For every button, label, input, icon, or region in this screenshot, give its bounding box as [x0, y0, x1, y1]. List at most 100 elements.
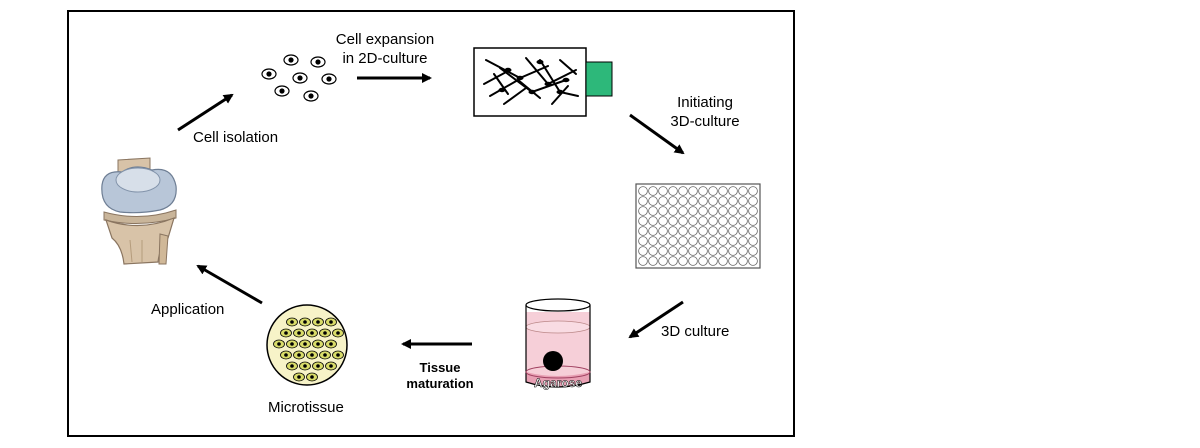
well [738, 186, 748, 196]
well [678, 206, 688, 216]
microtissue-cell-nucleus [316, 320, 320, 324]
well [638, 226, 648, 236]
well [748, 196, 758, 206]
microtissue-cell-nucleus [297, 375, 301, 379]
well [728, 256, 738, 266]
label-cell-expansion-line2: in 2D-culture [342, 50, 428, 67]
well [708, 186, 718, 196]
microtissue-cell-nucleus [303, 320, 307, 324]
well [728, 226, 738, 236]
well [728, 246, 738, 256]
microtissue-cell-nucleus [297, 331, 301, 335]
label-initiating-line2: 3D-culture [670, 113, 740, 130]
well [668, 246, 678, 256]
agarose-well-icon: Agarose [525, 298, 591, 390]
well [738, 236, 748, 246]
well [658, 256, 668, 266]
well [728, 206, 738, 216]
figure-frame [67, 10, 795, 437]
well [678, 256, 688, 266]
well [648, 246, 658, 256]
well [678, 186, 688, 196]
well [658, 206, 668, 216]
well [678, 216, 688, 226]
well [708, 196, 718, 206]
microtissue-cell-nucleus [290, 364, 294, 368]
well [668, 186, 678, 196]
well [708, 246, 718, 256]
well [658, 226, 668, 236]
microtissue-cell-nucleus [329, 342, 333, 346]
well [728, 186, 738, 196]
well [678, 196, 688, 206]
well [648, 186, 658, 196]
isolated-cells-icon [261, 54, 337, 102]
microtissue-cell-nucleus [310, 375, 314, 379]
well [688, 206, 698, 216]
microtissue-cell-nucleus [303, 342, 307, 346]
well [718, 196, 728, 206]
well [688, 246, 698, 256]
well [698, 196, 708, 206]
well [708, 256, 718, 266]
microtissue-cell-nucleus [336, 353, 340, 357]
microtissue-cell-nucleus [316, 364, 320, 368]
well [708, 206, 718, 216]
well [688, 196, 698, 206]
well [728, 216, 738, 226]
well [718, 246, 728, 256]
well [728, 196, 738, 206]
well [718, 186, 728, 196]
microtissue-cell-nucleus [297, 353, 301, 357]
label-application: Application [151, 301, 225, 318]
microtissue-cell-nucleus [310, 331, 314, 335]
well [668, 206, 678, 216]
well [638, 236, 648, 246]
well [698, 216, 708, 226]
microtissue-cell-nucleus [284, 353, 288, 357]
well [738, 226, 748, 236]
well [738, 256, 748, 266]
microtissue-cell-nucleus [284, 331, 288, 335]
well [698, 246, 708, 256]
well [658, 196, 668, 206]
microtissue-cell-nucleus [290, 320, 294, 324]
well [718, 256, 728, 266]
microtissue-cell-nucleus [323, 353, 327, 357]
well [678, 226, 688, 236]
label-tissue-line1: Tissue [419, 360, 461, 375]
well [638, 196, 648, 206]
well [678, 236, 688, 246]
well [738, 206, 748, 216]
microtissue-cell-nucleus [336, 331, 340, 335]
well [638, 246, 648, 256]
label-tissue-maturation: Tissue maturation [400, 360, 480, 392]
well [658, 216, 668, 226]
microtissue-cell-nucleus [323, 331, 327, 335]
well [698, 256, 708, 266]
knee-joint-icon [101, 157, 177, 265]
label-3d-culture: 3D culture [661, 323, 730, 340]
well [748, 256, 758, 266]
well [738, 216, 748, 226]
well [638, 256, 648, 266]
well [648, 256, 658, 266]
well [668, 226, 678, 236]
well [668, 196, 678, 206]
well [748, 186, 758, 196]
well [688, 236, 698, 246]
label-initiating-line1: Initiating [677, 94, 733, 111]
microtissue-cell-nucleus [329, 364, 333, 368]
well [748, 246, 758, 256]
well-plate-icon [635, 183, 761, 269]
microtissue-cell-nucleus [316, 342, 320, 346]
label-cell-expansion: Cell expansion in 2D-culture [330, 30, 440, 68]
label-microtissue: Microtissue [268, 399, 344, 416]
well [708, 216, 718, 226]
well [698, 236, 708, 246]
microtissue-cell-nucleus [277, 342, 281, 346]
microtissue-cell-nucleus [290, 342, 294, 346]
label-initiating: Initiating 3D-culture [655, 93, 755, 131]
well [738, 196, 748, 206]
